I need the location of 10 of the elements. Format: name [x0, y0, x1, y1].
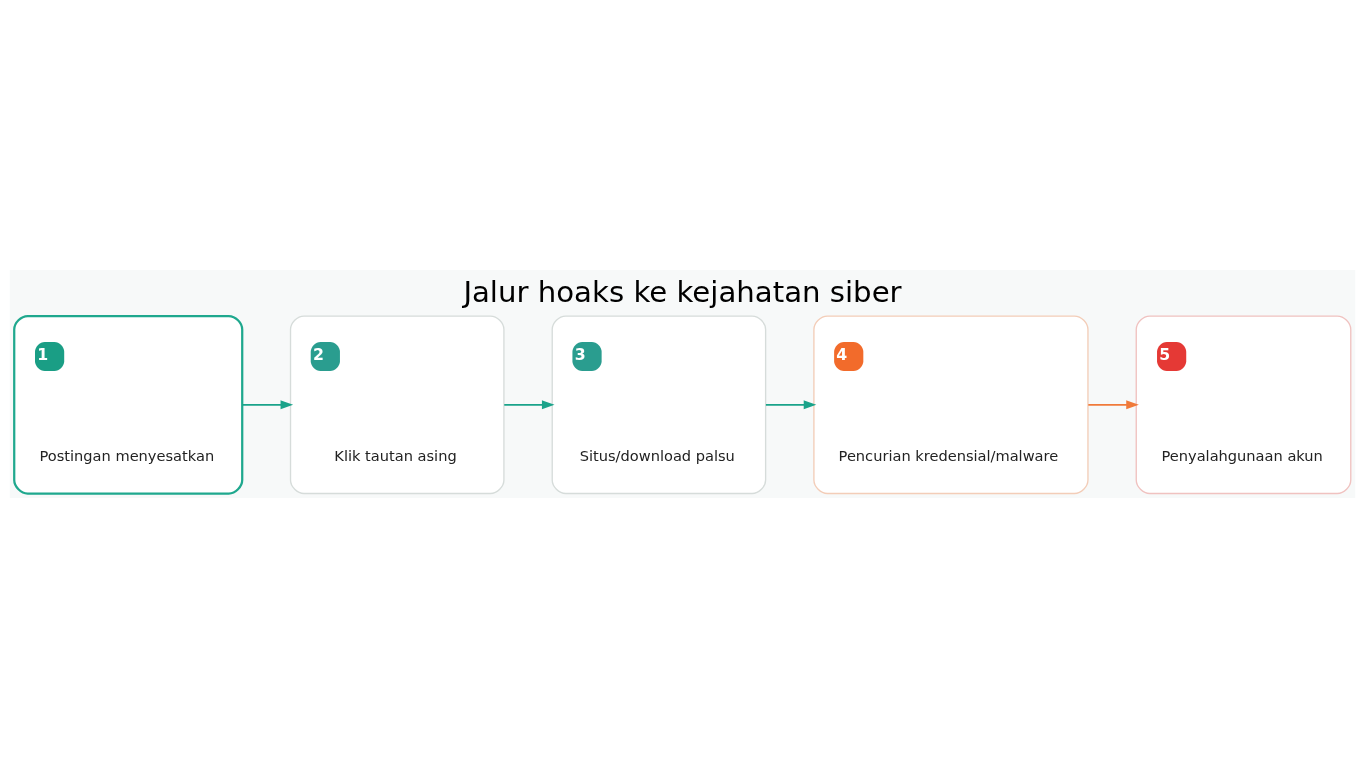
arrow	[503, 400, 555, 410]
diagram-title: Jalur hoaks ke kejahatan siber	[463, 275, 902, 310]
node-box: 4 Pencurian kredensial/malware	[813, 315, 1089, 495]
node-box: 5 Penyalahgunaan akun	[1135, 315, 1352, 495]
arrow	[765, 400, 817, 410]
node-box: 1 Postingan menyesatkan	[13, 314, 244, 495]
node-box: 2 Klik tautan asing	[289, 315, 505, 495]
arrow	[241, 400, 294, 410]
arrow	[1087, 400, 1139, 410]
node-box: 3 Situs/download palsu	[551, 315, 767, 495]
